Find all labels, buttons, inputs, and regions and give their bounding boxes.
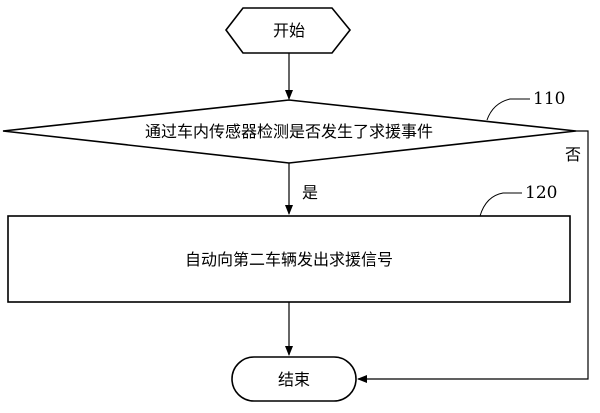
start-node	[224, 7, 352, 54]
ref-110-leader	[486, 98, 530, 121]
ref-120-label: 120	[525, 183, 557, 203]
process-label: 自动向第二车辆发出求援信号	[185, 250, 393, 269]
yes-label: 是	[302, 183, 318, 202]
arrow-decision-no-to-end	[357, 130, 589, 383]
end-label: 结束	[278, 370, 310, 389]
decision-label: 通过车内传感器检测是否发生了求援事件	[145, 122, 433, 141]
no-label: 否	[565, 145, 581, 164]
ref-120-leader	[479, 192, 522, 217]
ref-110-label: 110	[533, 89, 565, 109]
end-node	[231, 356, 357, 402]
process-node	[7, 215, 571, 303]
start-label: 开始	[273, 21, 305, 40]
